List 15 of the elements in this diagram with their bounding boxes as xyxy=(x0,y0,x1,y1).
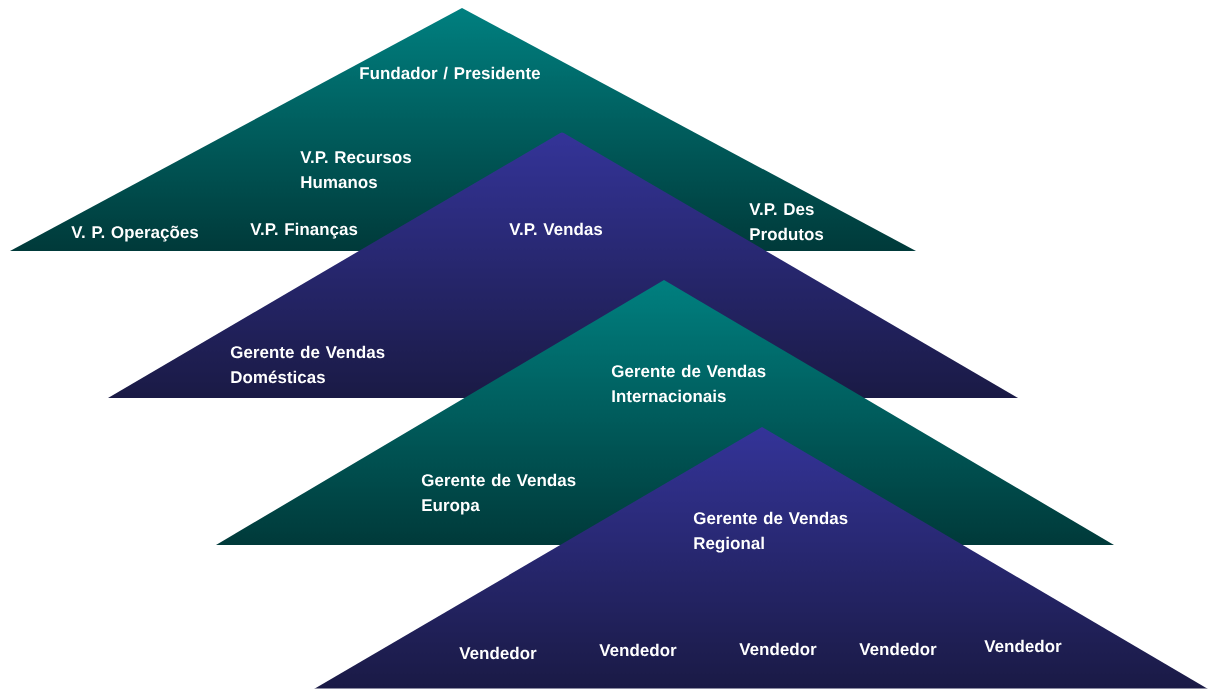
role-label: V.P. Des Produtos xyxy=(749,203,824,241)
role-label: Vendedor xyxy=(599,643,677,657)
role-label: Vendedor xyxy=(859,642,937,656)
role-label: V.P. Vendas xyxy=(509,222,603,236)
role-label: Vendedor xyxy=(459,646,537,660)
role-label: Vendedor xyxy=(984,639,1062,653)
role-label: V.P. Finanças xyxy=(250,222,358,239)
role-label: V.P. Recursos Humanos xyxy=(300,151,411,189)
role-label: Vendedor xyxy=(739,642,817,656)
role-label: Fundador / Presidente xyxy=(360,66,540,80)
role-label: Gerente de Vendas Regional xyxy=(693,511,848,553)
role-label: Gerente de Vendas Domésticas xyxy=(230,345,385,384)
role-label: Gerente de Vendas Internacionais xyxy=(611,364,766,403)
role-label: Gerente de Vendas Europa xyxy=(421,473,576,515)
role-label: V. P. Operações xyxy=(71,225,199,242)
